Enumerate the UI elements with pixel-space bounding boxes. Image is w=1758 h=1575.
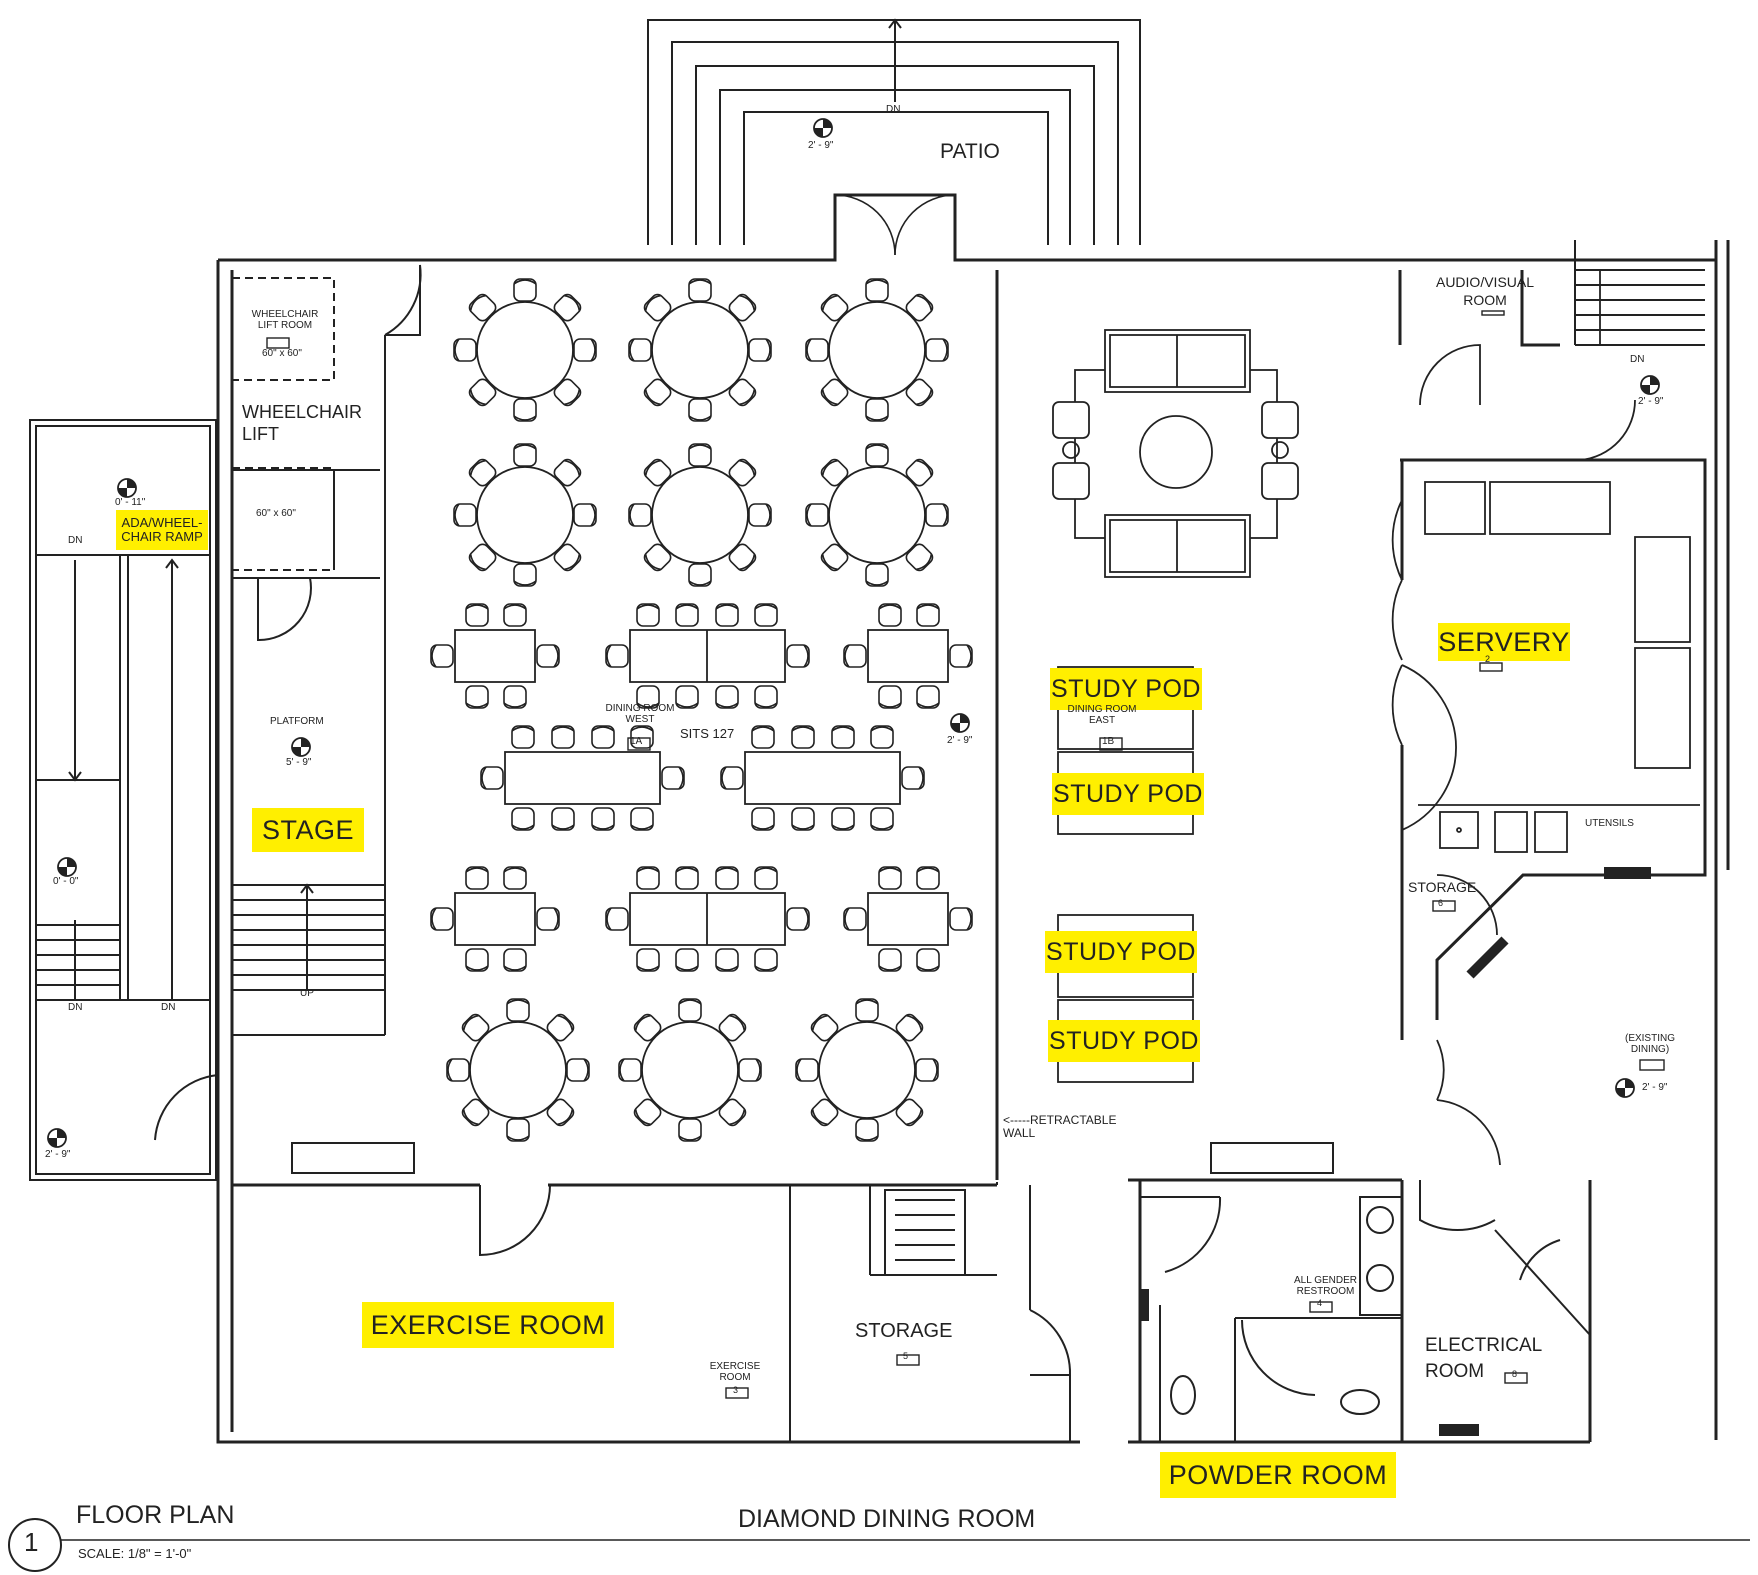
sits-label: SITS 127 [680, 726, 735, 741]
study-pod-label-4: STUDY POD [1048, 1020, 1200, 1062]
storage-label: STORAGE [855, 1320, 953, 1342]
servery-number: 2 [1485, 654, 1491, 664]
elevation-ramp-bottom: 2' - 9" [45, 1149, 71, 1160]
dn-right: DN [1630, 354, 1645, 365]
stage-label: STAGE [252, 808, 364, 852]
wheelchair-lift-label: WHEELCHAIR LIFT [242, 402, 363, 444]
audio-visual-label: AUDIO/VISUAL ROOM [1435, 274, 1535, 309]
elevation-dining: 2' - 9" [947, 735, 973, 746]
storage-small-label: STORAGE [1408, 879, 1477, 895]
main-walls [216, 193, 1730, 1444]
retractable-wall-label: <-----RETRACTABLE WALL [1003, 1113, 1117, 1141]
elevation-right-stair: 2' - 9" [1638, 396, 1664, 407]
servery-interior [1391, 270, 1700, 1166]
exercise-room-label: EXERCISE ROOM [362, 1302, 614, 1348]
bottom-rooms [789, 867, 1651, 1442]
electrical-room-label: ELECTRICAL ROOM [1425, 1335, 1542, 1382]
up-stage: UP [300, 988, 314, 999]
lift-size-bottom: 60" x 60" [256, 508, 296, 519]
utensils-label: UTENSILS [1585, 818, 1634, 829]
platform-label: PLATFORM [270, 716, 324, 727]
elevation-markers [47, 118, 1660, 1148]
rect-tables [454, 629, 949, 946]
dining-west-label: DINING ROOM WEST [605, 703, 675, 725]
platform-elevation: 5' - 9" [286, 757, 312, 768]
powder-room-label: POWDER ROOM [1160, 1452, 1396, 1498]
elevation-ramp-top: 0' - 11" [115, 497, 146, 508]
dn-left-bottom-1: DN [68, 1002, 83, 1013]
room-number-boxes [266, 310, 1665, 1399]
servery-label: SERVERY [1438, 623, 1570, 661]
right-stair [1574, 240, 1705, 346]
study-pod-label-1: STUDY POD [1050, 668, 1202, 710]
ada-ramp-label: ADA/WHEEL-CHAIR RAMP [116, 510, 208, 550]
wheelchair-lift-room-label: WHEELCHAIR LIFT ROOM [251, 309, 319, 331]
existing-dining-label: (EXISTING DINING) [1624, 1033, 1675, 1055]
exercise-room-small-label: EXERCISE ROOM [709, 1361, 761, 1383]
dn-left-bottom-2: DN [161, 1002, 176, 1013]
ada-ramp [29, 419, 217, 1181]
elevation-existing-dining: 2' - 9" [1642, 1082, 1668, 1093]
stage-area [154, 264, 551, 1257]
plan-scale: SCALE: 1/8" = 1'-0" [78, 1546, 192, 1561]
round-tables [447, 279, 948, 1141]
lounge-seating [1052, 329, 1299, 578]
patio-label: PATIO [940, 140, 1000, 163]
storage-number: 5 [903, 1351, 909, 1361]
dining-east-number: 1B [1102, 736, 1115, 747]
exercise-room-number: 3 [733, 1385, 739, 1395]
study-pod-label-2: STUDY POD [1052, 773, 1204, 815]
dining-east-label: DINING ROOM EAST [1067, 704, 1137, 726]
electrical-number: 8 [1512, 1369, 1518, 1379]
elevation-patio: 2' - 9" [808, 140, 834, 151]
restroom-label: ALL GENDER RESTROOM [1294, 1275, 1357, 1297]
dining-west-number: 1A [630, 736, 643, 747]
elevation-ramp-mid: 0' - 0" [53, 876, 79, 887]
dn-patio: DN [886, 104, 901, 115]
study-pod-label-3: STUDY POD [1045, 931, 1197, 973]
project-title: DIAMOND DINING ROOM [738, 1505, 1036, 1533]
patio-doors [834, 194, 956, 256]
title-block-rule [8, 1518, 1750, 1572]
drawing-number: 1 [24, 1527, 39, 1557]
plan-title: FLOOR PLAN [76, 1501, 235, 1529]
storage-small-number: 6 [1438, 898, 1444, 908]
patio-steps [647, 18, 1141, 245]
dn-left-top: DN [68, 535, 83, 546]
restroom-number: 4 [1317, 1298, 1323, 1308]
lift-size-top: 60" x 60" [262, 348, 302, 359]
